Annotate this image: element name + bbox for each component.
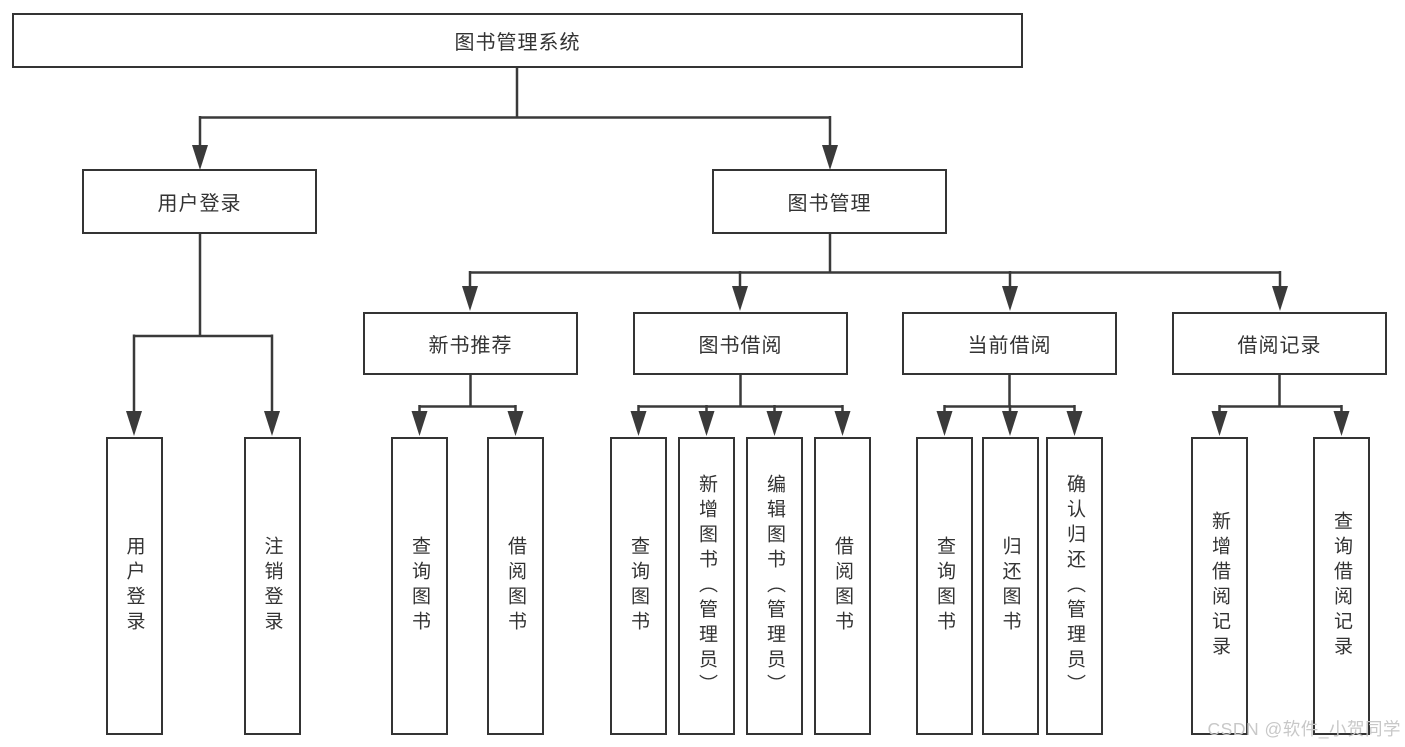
connector-current-borrow-to-leaves xyxy=(936,375,1083,436)
node-user-login: 用户登录 xyxy=(82,169,317,234)
node-book-borrow: 图书借阅 xyxy=(633,312,848,375)
leaf-label: 借阅图书 xyxy=(832,536,853,636)
node-current-borrow: 当前借阅 xyxy=(902,312,1117,375)
arrowhead-icon xyxy=(1066,411,1083,436)
arrowhead-icon xyxy=(264,411,280,436)
connector-book-borrow-to-leaves xyxy=(630,375,851,436)
node-root: 图书管理系统 xyxy=(12,13,1023,68)
leaf-label: 查询图书 xyxy=(628,536,649,636)
arrowhead-icon xyxy=(1002,411,1018,436)
leaf-user-login: 用户登录 xyxy=(105,437,163,735)
leaf-label: 用户登录 xyxy=(123,536,145,636)
leaf-label: 归还图书 xyxy=(999,536,1021,636)
leaf-label: 查询借阅记录 xyxy=(1331,511,1352,661)
leaf-borrow-query-books: 查询图书 xyxy=(610,437,667,735)
arrowhead-icon xyxy=(834,411,851,436)
node-borrow-records: 借阅记录 xyxy=(1172,312,1387,375)
connector-new-book-to-leaves xyxy=(411,375,524,436)
leaf-label: 新增借阅记录 xyxy=(1209,511,1230,661)
node-new-book-recommend: 新书推荐 xyxy=(363,312,578,375)
connector-book-management-to-level3 xyxy=(462,234,1288,311)
leaf-current-return-books: 归还图书 xyxy=(981,437,1039,735)
node-book-management: 图书管理 xyxy=(712,169,947,234)
arrowhead-icon xyxy=(192,145,208,170)
leaf-label: 新增图书（管理员） xyxy=(696,473,717,699)
leaf-borrow-borrow-books: 借阅图书 xyxy=(814,437,871,735)
leaf-label: 查询图书 xyxy=(934,536,955,636)
csdn-watermark: CSDN @软件_小贺同学 xyxy=(1207,719,1401,739)
leaf-records-query-record: 查询借阅记录 xyxy=(1313,437,1370,735)
arrowhead-icon xyxy=(411,411,428,436)
arrowhead-icon xyxy=(698,411,715,436)
arrowhead-icon xyxy=(822,145,838,170)
leaf-label: 编辑图书（管理员） xyxy=(764,473,785,699)
arrowhead-icon xyxy=(462,286,478,311)
arrowhead-icon xyxy=(630,411,647,436)
leaf-logout: 注销登录 xyxy=(243,437,301,735)
leaf-current-confirm-return-admin: 确认归还（管理员） xyxy=(1046,437,1103,735)
leaf-borrow-edit-books-admin: 编辑图书（管理员） xyxy=(746,437,803,735)
connector-root-to-level2 xyxy=(192,68,838,170)
arrowhead-icon xyxy=(1211,411,1228,436)
leaf-label: 确认归还（管理员） xyxy=(1064,473,1085,699)
leaf-label: 注销登录 xyxy=(261,536,283,636)
arrowhead-icon xyxy=(936,411,953,436)
leaf-label: 借阅图书 xyxy=(505,536,526,636)
leaf-label: 查询图书 xyxy=(409,536,430,636)
leaf-newbook-query-books: 查询图书 xyxy=(391,437,448,735)
arrowhead-icon xyxy=(1002,286,1018,311)
connector-borrow-records-to-leaves xyxy=(1211,375,1350,436)
arrowhead-icon xyxy=(1272,286,1288,311)
arrowhead-icon xyxy=(766,411,783,436)
arrowhead-icon xyxy=(126,411,142,436)
leaf-records-add-record: 新增借阅记录 xyxy=(1191,437,1248,735)
leaf-newbook-borrow-books: 借阅图书 xyxy=(487,437,544,735)
connector-user-login-to-leaves xyxy=(126,234,280,436)
arrowhead-icon xyxy=(507,411,524,436)
leaf-borrow-add-books-admin: 新增图书（管理员） xyxy=(678,437,735,735)
arrowhead-icon xyxy=(732,286,748,311)
leaf-current-query-books: 查询图书 xyxy=(916,437,973,735)
arrowhead-icon xyxy=(1333,411,1350,436)
